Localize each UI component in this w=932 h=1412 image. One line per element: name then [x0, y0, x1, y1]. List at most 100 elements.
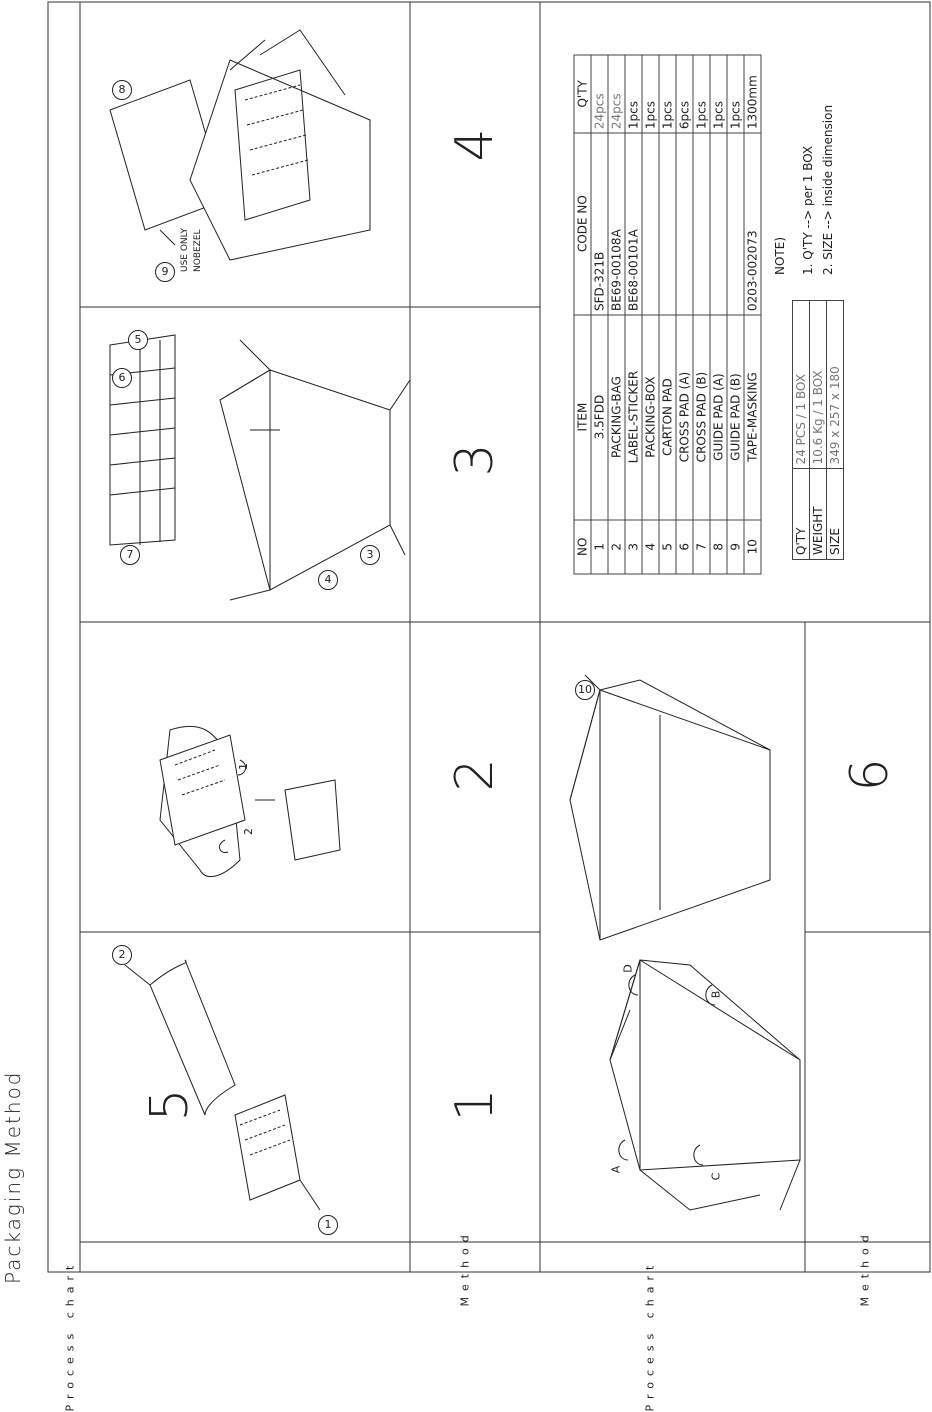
bom-cell-no: 4: [642, 519, 659, 574]
bom-cell-qty: 1pcs: [710, 55, 727, 133]
step1-arrow-label-b: 2: [242, 828, 255, 835]
bom-cell-item: CARTON PAD: [659, 314, 676, 520]
callout-10: 10: [575, 680, 595, 700]
side-label-bottom-process-chart: Process chart: [643, 1259, 657, 1412]
bom-cell-code: BE68-00101A: [625, 132, 642, 315]
spec-label: Q'TY: [792, 468, 810, 560]
notes-item: 2. SIZE --> inside dimension: [821, 104, 835, 275]
bom-cell-code: [710, 132, 727, 315]
bom-cell-code: BE69-00108A: [608, 132, 625, 315]
callout-6: 6: [112, 368, 132, 388]
bom-cell-no: 8: [710, 519, 727, 574]
flap-label-b: B: [709, 990, 723, 999]
spec-label: WEIGHT: [809, 468, 827, 560]
notes-item: 1. Q'TY --> per 1 BOX: [801, 145, 815, 275]
bom-cell-no: 10: [744, 519, 761, 574]
bom-cell-item: CROSS PAD (A): [676, 314, 693, 520]
step-number-2: 2: [445, 758, 505, 792]
flap-label-c: C: [709, 1172, 723, 1181]
bom-header-item: ITEM: [574, 314, 591, 520]
bom-cell-item: GUIDE PAD (B): [727, 314, 744, 520]
bom-cell-item: PACKING-BOX: [642, 314, 659, 520]
callout-9: 9: [155, 262, 175, 282]
step-number-3: 3: [445, 443, 505, 477]
callout-4: 4: [318, 570, 338, 590]
bom-cell-qty: 1pcs: [659, 55, 676, 133]
bom-cell-no: 3: [625, 519, 642, 574]
step5-drawing: [609, 959, 801, 1211]
bom-cell-qty: 6pcs: [676, 55, 693, 133]
bom-cell-code: [642, 132, 659, 315]
bom-cell-qty: 1pcs: [693, 55, 710, 133]
bom-cell-code: [659, 132, 676, 315]
bom-cell-qty: 1pcs: [642, 55, 659, 133]
bom-cell-item: LABEL-STICKER: [625, 314, 642, 520]
notes-heading: NOTE): [773, 236, 787, 275]
step1-arrow-label-a: 1: [237, 763, 250, 770]
nobezel-line1: USE ONLY: [180, 228, 190, 272]
side-label-bottom-method: Method: [858, 1229, 872, 1307]
side-label-top-process-chart: Process chart: [63, 1259, 77, 1412]
nobezel-line2: NOBEZEL: [193, 229, 203, 272]
bom-cell-item: GUIDE PAD (A): [710, 314, 727, 520]
callout-5: 5: [128, 330, 148, 350]
step6-drawing: [569, 674, 771, 941]
step-number-4: 4: [445, 128, 505, 162]
bom-cell-item: PACKING-BAG: [608, 314, 625, 520]
step2-drawing: [159, 725, 341, 878]
step-number-5: 5: [140, 1088, 200, 1122]
callout-8: 8: [112, 80, 132, 100]
bom-cell-qty: 24pcs: [608, 55, 625, 133]
bom-header-no: NO: [574, 519, 591, 574]
bom-header-code: CODE NO: [574, 132, 591, 315]
step-number-6: 6: [840, 758, 900, 792]
bom-cell-code: [693, 132, 710, 315]
bom-cell-no: 6: [676, 519, 693, 574]
callout-2: 2: [112, 945, 132, 965]
bom-cell-item: TAPE-MASKING: [744, 314, 761, 520]
bom-cell-no: 9: [727, 519, 744, 574]
bom-cell-qty: 24pcs: [591, 55, 608, 133]
drawing-sheet: [47, 1, 931, 1273]
bom-cell-item: 3.5FDD: [591, 314, 608, 520]
bom-cell-no: 5: [659, 519, 676, 574]
bom-header-qty: Q'TY: [574, 55, 591, 133]
bom-cell-code: [727, 132, 744, 315]
bom-cell-no: 7: [693, 519, 710, 574]
bom-header-row: NO ITEM CODE NO Q'TY: [574, 55, 591, 574]
bom-cell-code: 0203-002073: [744, 132, 761, 315]
bom-cell-item: CROSS PAD (B): [693, 314, 710, 520]
callout-7: 7: [120, 545, 140, 565]
step1-drawing: [124, 959, 321, 1211]
step4-drawing: [109, 29, 371, 261]
bom-cell-qty: 1pcs: [625, 55, 642, 133]
flap-label-d: D: [621, 964, 635, 973]
step-number-1: 1: [445, 1088, 505, 1122]
spec-value: 349 x 257 x 180: [826, 300, 844, 469]
side-label-top-method: Method: [458, 1229, 472, 1307]
bom-cell-no: 1: [591, 519, 608, 574]
bom-cell-qty: 1pcs: [727, 55, 744, 133]
flap-label-a: A: [609, 1165, 623, 1174]
bom-cell-qty: 1300mm: [744, 55, 761, 133]
bom-cell-code: [676, 132, 693, 315]
spec-value: 10.6 Kg / 1 BOX: [809, 300, 827, 469]
spec-label: SIZE: [826, 468, 844, 560]
callout-1: 1: [318, 1215, 338, 1235]
callout-3: 3: [360, 545, 380, 565]
bom-cell-code: SFD-321B: [591, 132, 608, 315]
